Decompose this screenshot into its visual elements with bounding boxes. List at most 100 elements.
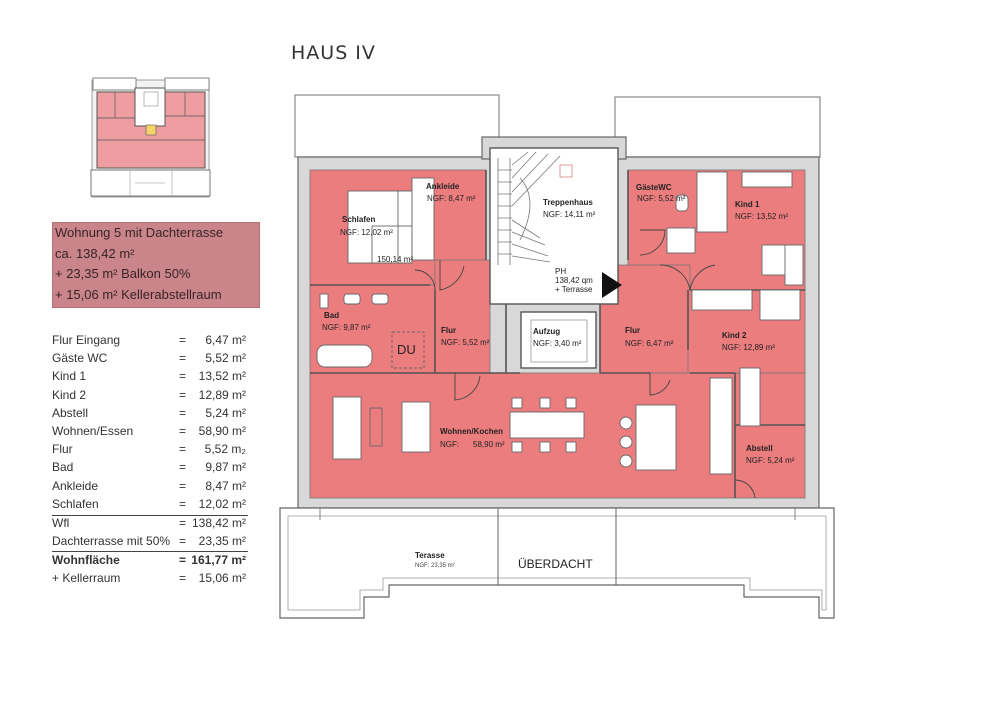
terrace — [279, 507, 835, 619]
dachterrasse-label: Dachterrasse mit 50% — [52, 534, 171, 549]
area-row: Schlafen=12,02 m² — [52, 497, 252, 515]
room-area-ankleide: NGF: 8,47 m² — [427, 194, 476, 203]
shower — [391, 331, 425, 369]
room-area: 8,47 m² — [205, 478, 246, 493]
basin — [343, 293, 361, 305]
table-divider — [52, 515, 248, 516]
room-area-bad: NGF: 9,87 m² — [322, 323, 371, 332]
room-area: 9,87 m² — [205, 460, 246, 475]
ph-area: 138,42 qm — [555, 276, 593, 285]
room-area-kind1: NGF: 13,52 m² — [735, 212, 788, 221]
area-row: Bad = 9,87 m² — [52, 460, 252, 478]
area-row: Ankleide=8,47 m² — [52, 479, 252, 497]
area-row: Abstell=5,24 m² — [52, 406, 252, 424]
du-label: DU — [397, 342, 416, 357]
kitchen-island — [635, 404, 677, 471]
room-name: Ankleide — [52, 478, 99, 493]
room-area-flur-right: NGF: 6,47 m² — [625, 339, 674, 348]
equals-sign: = — [179, 534, 187, 549]
bar-stool — [619, 454, 633, 468]
dachterrasse-value: 23,35 m² — [198, 534, 246, 549]
kellerraum-row: + Kellerraum=15,06 m² — [52, 571, 252, 589]
wardrobe — [411, 177, 435, 261]
room-name: Kind 2 — [52, 387, 87, 402]
wohnflaeche-value: 161,77 m² — [191, 553, 246, 567]
room-abstell — [734, 424, 806, 499]
dining-chair — [511, 441, 523, 453]
equals-sign: = — [179, 571, 187, 586]
room-label-flur-left: Flur — [441, 326, 456, 335]
room-name: Flur Eingang — [52, 333, 121, 347]
room-label-wohnen: Wohnen/Kochen — [440, 427, 503, 436]
bed-kind1 — [741, 171, 793, 188]
kitchen-counter — [709, 377, 733, 475]
room-treppenhaus — [489, 147, 619, 305]
equals-sign: = — [179, 460, 187, 475]
page-title: HAUS IV — [291, 42, 376, 64]
equals-sign: = — [179, 423, 187, 438]
room-name: Gäste WC — [52, 351, 108, 366]
room-area: 6,47 m² — [205, 333, 246, 347]
room-name: Abstell — [52, 405, 89, 420]
room-label-bad: Bad — [324, 311, 339, 320]
dining-chair — [565, 441, 577, 453]
sofa-left — [332, 396, 362, 460]
room-aufzug — [520, 311, 597, 369]
wfl-row: Wfl = 138,42 m² — [52, 516, 252, 534]
room-area-schlafen: NGF: 12,02 m² — [340, 228, 393, 237]
apartment-area: ca. 138,42 m² — [55, 245, 135, 261]
area-row: Flur=5,52 m₂ — [52, 442, 252, 460]
room-name: Bad — [52, 460, 74, 475]
room-area: 13,52 m² — [198, 369, 246, 384]
room-area: 58,90 m² — [198, 423, 246, 438]
room-label-flur-right: Flur — [625, 326, 640, 335]
room-name: Flur — [52, 442, 73, 457]
area-row: Kind 1=13,52 m² — [52, 369, 252, 387]
room-name: Wohnen/Essen — [52, 423, 134, 438]
bathtub — [316, 344, 373, 368]
area-row: Flur Eingang=6,47 m² — [52, 333, 252, 351]
room-label-gaestewc: GästeWC — [636, 183, 672, 192]
dining-table — [509, 411, 585, 439]
equals-sign: = — [179, 405, 187, 420]
balcony-area: + 23,35 m² Balkon 50% — [55, 266, 191, 281]
stair-treads — [497, 151, 561, 265]
bed-kind2 — [739, 367, 761, 427]
ph-extra: + Terrasse — [555, 285, 593, 294]
sofa-right — [401, 401, 431, 453]
chair-kind1 — [784, 244, 804, 286]
basin — [371, 293, 389, 305]
wfl-value: 138,42 m² — [191, 516, 246, 530]
room-area-wohnen: 58,90 m² — [473, 440, 505, 449]
equals-sign: = — [179, 496, 187, 511]
room-name: Kind 1 — [52, 369, 87, 384]
room-area-treppenhaus: NGF: 14,11 m² — [543, 210, 596, 219]
wfl-label: Wfl — [52, 516, 70, 530]
dining-chair — [565, 397, 577, 409]
room-area: 12,02 m² — [198, 496, 246, 511]
wohnflaeche-row: Wohnfläche=161,77 m² — [52, 553, 252, 571]
ueberdacht-label: ÜBERDACHT — [518, 557, 593, 571]
room-label-schlafen: Schlafen — [342, 215, 375, 224]
room-area-terasse: NGF: 23,35 m² — [415, 563, 455, 569]
dachterrasse-row: Dachterrasse mit 50% = 23,35 m² — [52, 534, 252, 552]
equals-sign: = — [179, 442, 187, 457]
wardrobe-kind1 — [696, 171, 728, 233]
room-area-abstell: NGF: 5,24 m² — [746, 456, 795, 465]
roof-overhang-left — [294, 94, 500, 158]
dining-chair — [511, 397, 523, 409]
dining-chair — [539, 441, 551, 453]
room-label-treppenhaus: Treppenhaus — [543, 198, 593, 207]
room-label-terasse: Terasse — [415, 551, 445, 560]
room-area-kind2: NGF: 12,89 m² — [722, 343, 775, 352]
bar-stool — [619, 435, 633, 449]
shower-tray — [666, 227, 696, 254]
area-row: Gäste WC=5,52 m² — [52, 351, 252, 369]
bed-headboard — [397, 190, 413, 264]
apartment-summary-box: Wohnung 5 mit Dachterrasse ca. 138,42 m²… — [52, 222, 260, 308]
equals-sign: = — [179, 516, 187, 530]
area-row: Wohnen/Essen = 58,90 m² — [52, 424, 252, 442]
room-area-gaestewc: NGF: 5,52 m² — [637, 194, 686, 203]
area-table: Flur Eingang=6,47 m² Gäste WC=5,52 m² Ki… — [52, 333, 252, 515]
